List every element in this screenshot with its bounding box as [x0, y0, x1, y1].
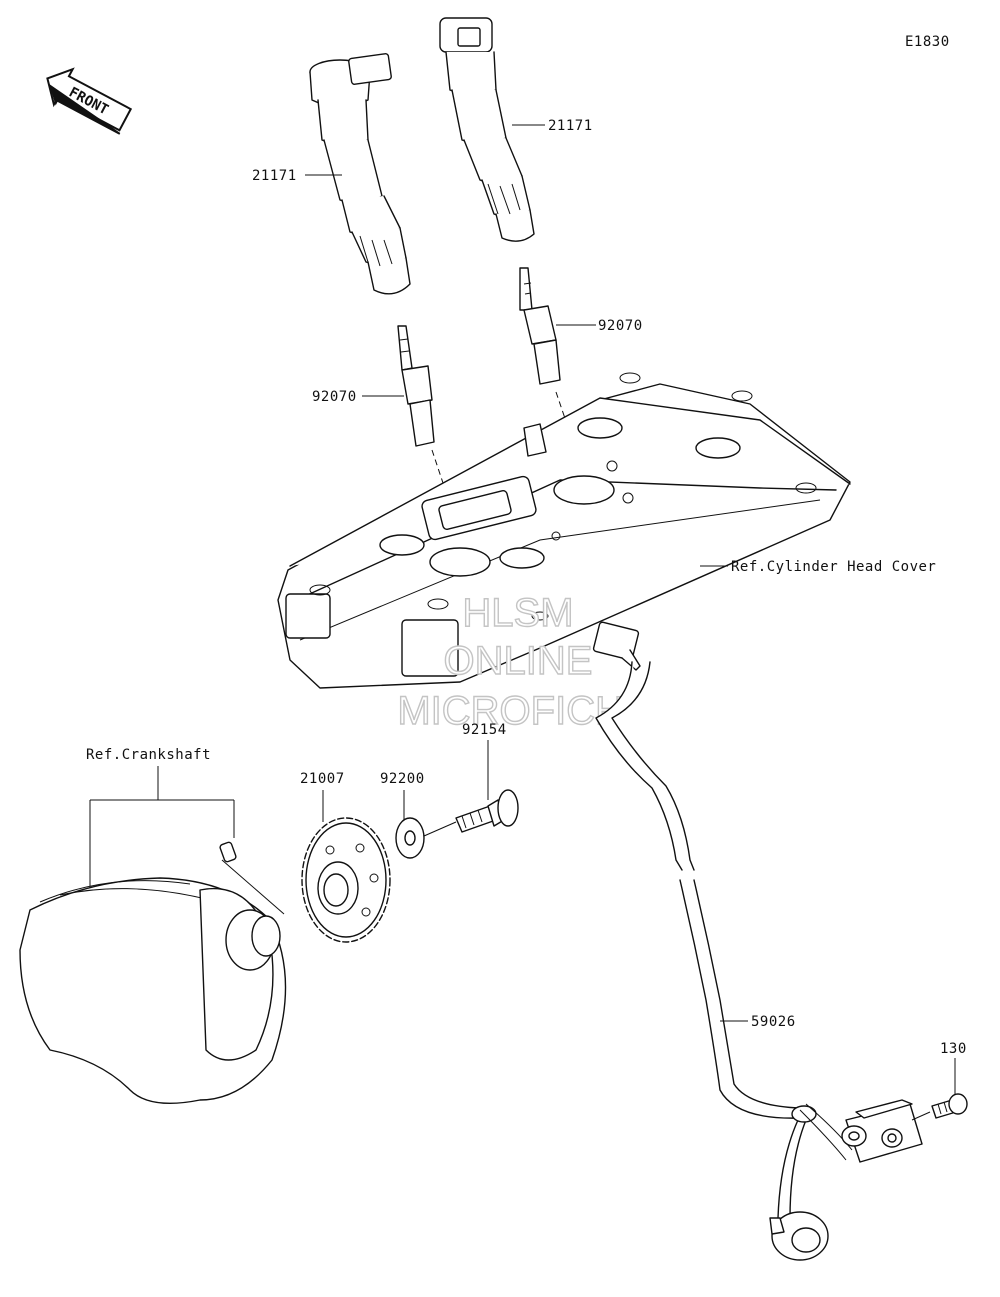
- callout-washer: 92200: [380, 771, 425, 787]
- callout-bolt: 92154: [462, 722, 507, 738]
- crank-sensor: [841, 1099, 923, 1163]
- crankshaft: [19, 841, 287, 1105]
- callout-crankshaft: Ref.Crankshaft: [86, 747, 211, 763]
- washer: [395, 817, 425, 859]
- timing-rotor: [301, 817, 391, 943]
- callout-plug-right: 92070: [598, 318, 643, 334]
- front-arrow-icon: FRONT: [46, 67, 133, 135]
- callout-plug-left: 92070: [312, 389, 357, 405]
- spark-plug-left: [397, 325, 435, 447]
- cylinder-head-cover: [277, 372, 851, 689]
- watermark-line2: ONLINE: [444, 639, 593, 683]
- bolt: [455, 789, 519, 833]
- callout-coil-right: 21171: [548, 118, 593, 134]
- callout-timing-rotor: 21007: [300, 771, 345, 787]
- diagram-id: E1830: [905, 34, 950, 50]
- callout-coil-left: 21171: [252, 168, 297, 184]
- ignition-coil-left: [309, 53, 411, 295]
- callout-sensor-bolt: 130: [940, 1041, 967, 1057]
- spark-plug-right: [519, 267, 561, 385]
- crank-sensor-harness: [592, 621, 853, 1261]
- watermark-line1: HLSM: [462, 591, 573, 635]
- crankshaft-leader: [89, 766, 235, 888]
- callout-head-cover: Ref.Cylinder Head Cover: [731, 559, 936, 575]
- callout-sensor: 59026: [751, 1014, 796, 1030]
- sensor-bolt: [911, 1093, 968, 1121]
- ignition-coil-right: [439, 17, 535, 242]
